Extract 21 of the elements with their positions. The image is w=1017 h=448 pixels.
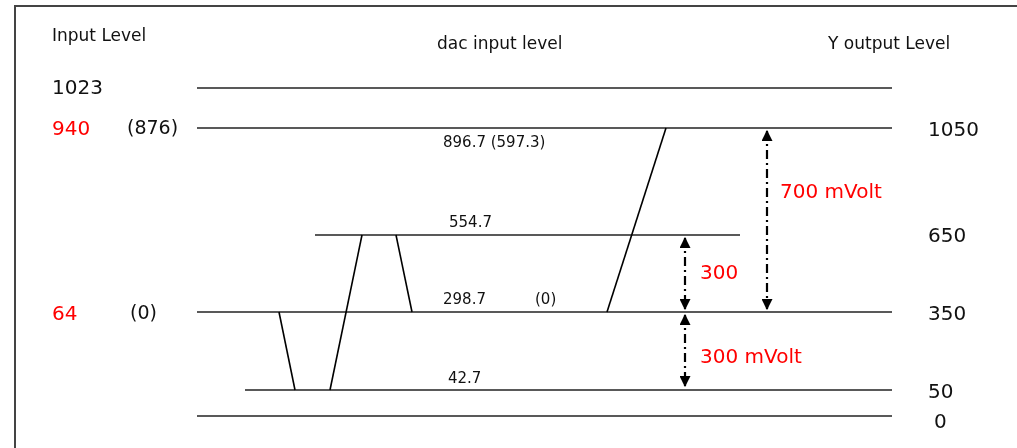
voltage-label: 300 bbox=[700, 262, 739, 282]
level-value: (0) bbox=[130, 303, 157, 322]
level-value: 940 bbox=[52, 118, 91, 138]
level-value: 42.7 bbox=[448, 371, 482, 386]
column-heading: dac input level bbox=[437, 35, 563, 52]
level-value: 350 bbox=[928, 303, 967, 323]
column-heading: Input Level bbox=[52, 27, 147, 44]
level-value: 896.7 (597.3) bbox=[443, 135, 546, 150]
level-value: 554.7 bbox=[449, 215, 492, 230]
column-heading: Y output Level bbox=[828, 35, 951, 52]
level-value: 0 bbox=[934, 411, 947, 431]
voltage-label: 700 mVolt bbox=[780, 181, 882, 201]
voltage-label: 300 mVolt bbox=[700, 346, 802, 366]
level-value: 298.7 bbox=[443, 292, 486, 307]
level-value: 650 bbox=[928, 225, 967, 245]
level-value: 1050 bbox=[928, 119, 979, 139]
level-value: 1023 bbox=[52, 77, 103, 97]
level-value: (876) bbox=[127, 118, 179, 137]
level-value: (0) bbox=[535, 292, 557, 307]
level-value: 50 bbox=[928, 381, 954, 401]
level-value: 64 bbox=[52, 303, 78, 323]
